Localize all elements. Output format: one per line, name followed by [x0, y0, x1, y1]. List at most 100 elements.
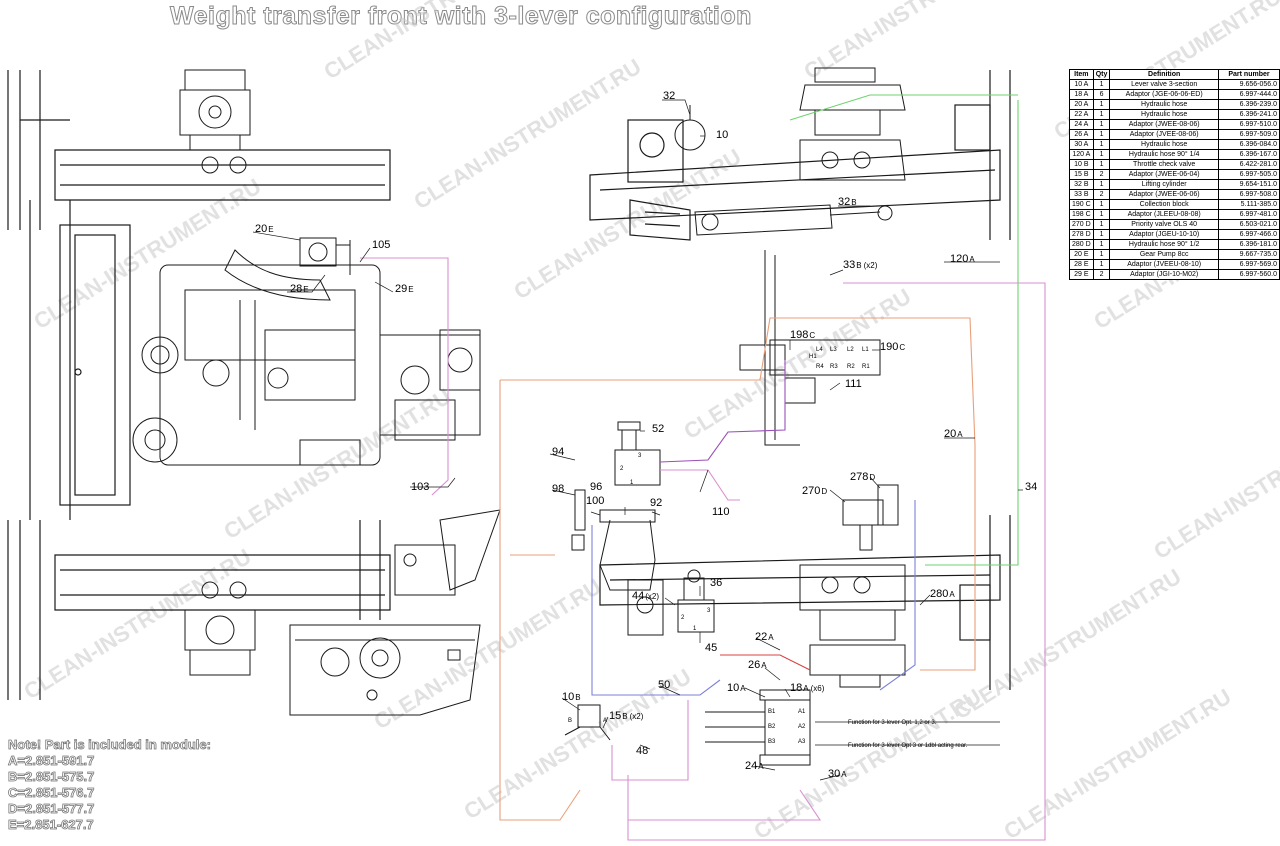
throttle-valve-10b	[564, 704, 611, 741]
hose-green-34	[925, 100, 1019, 566]
function-note-2: Function for 3-lever Opt 3 or 1dbl actin…	[848, 743, 968, 749]
part-number-cell: 6.997-569.0	[1217, 259, 1280, 270]
part-number-cell: 6.997-560.0	[1217, 269, 1280, 280]
definition-cell: Adaptor (JGEU-10-10)	[1109, 229, 1219, 240]
function-note-1: Function for 3-lever Opt. 1,2 or 3.	[848, 720, 937, 726]
diagram-title: Weight transfer front with 3-lever confi…	[170, 2, 752, 31]
valve36-port-2: 2	[681, 615, 685, 621]
definition-cell: Gear Pump 8cc	[1109, 249, 1219, 260]
item-cell: 33 B	[1069, 189, 1094, 200]
definition-cell: Adaptor (JGI-10-M02)	[1109, 269, 1219, 280]
callout-30a: 30A	[828, 768, 847, 780]
note-item: E=2.851-627.7	[8, 817, 94, 833]
part-number-cell: 9.656-056.0	[1217, 79, 1280, 90]
column-header: Item	[1069, 69, 1094, 80]
definition-cell: Hydraulic hose 90° 1/2	[1109, 239, 1219, 250]
qty-cell: 1	[1092, 219, 1111, 230]
port-label-l2: L2	[847, 347, 854, 353]
item-cell: 120 A	[1069, 149, 1094, 160]
callout-28e: 28E	[290, 283, 309, 295]
port-label-h1: H1	[809, 354, 817, 360]
hoses	[360, 94, 1046, 841]
item-cell: 15 B	[1069, 169, 1094, 180]
qty-cell: 6	[1092, 89, 1111, 100]
definition-cell: Collection block	[1109, 199, 1219, 210]
fittings-94-100	[571, 489, 664, 636]
part-number-cell: 6.997-509.0	[1217, 129, 1280, 140]
callout-10: 10	[716, 129, 728, 141]
valve52-port-2: 2	[620, 466, 624, 472]
item-cell: 278 D	[1069, 229, 1094, 240]
port-labels: L4 L3 L2 L1 H1 R4 R3 R2 R1 2 1 3 2 1 3 B…	[568, 347, 968, 749]
qty-cell: 1	[1092, 249, 1111, 260]
port-label-l1: L1	[862, 347, 869, 353]
definition-cell: Adaptor (JGE-06-06-ED)	[1109, 89, 1219, 100]
callout-94: 94	[552, 446, 564, 458]
part-number-cell: 6.422-281.0	[1217, 159, 1280, 170]
valve10a-port-a1: A1	[798, 709, 806, 715]
callout-100: 100	[586, 495, 604, 507]
definition-cell: Adaptor (JVEE-08-06)	[1109, 129, 1219, 140]
item-cell: 29 E	[1069, 269, 1094, 280]
lever-valve-10a	[705, 689, 811, 766]
left-bottom-hub	[184, 581, 256, 676]
qty-cell: 1	[1092, 259, 1111, 270]
part-number-cell: 6.396-239.0	[1217, 99, 1280, 110]
callout-120a: 120A	[950, 253, 975, 265]
port-label-l4: L4	[816, 347, 823, 353]
lower-frame-parts	[289, 509, 501, 716]
definition-cell: Hydraulic hose 90° 1/4	[1109, 149, 1219, 160]
qty-cell: 1	[1092, 179, 1111, 190]
priority-valve-270d	[842, 484, 899, 551]
callout-105: 105	[372, 239, 390, 251]
callout-110: 110	[712, 506, 730, 518]
port-label-r1: R1	[862, 364, 870, 370]
callout-15b: 15B(x2)	[609, 710, 644, 722]
part-number-cell: 6.997-481.0	[1217, 209, 1280, 220]
callout-32: 32	[663, 90, 675, 102]
qty-cell: 1	[1092, 109, 1111, 120]
callout-92: 92	[650, 497, 662, 509]
item-cell: 26 A	[1069, 129, 1094, 140]
right-top-hub	[799, 67, 906, 181]
qty-cell: 1	[1092, 229, 1111, 240]
callout-270d: 270D	[802, 485, 827, 497]
callout-52: 52	[652, 423, 664, 435]
callout-24a: 24A	[745, 760, 764, 772]
valve-52	[614, 421, 661, 486]
hose-blue-50	[591, 525, 721, 696]
callout-29e: 29E	[395, 283, 414, 295]
qty-cell: 1	[1092, 239, 1111, 250]
hose-orange-left	[499, 380, 581, 821]
hose-pink-48	[611, 700, 689, 781]
callout-44: 44(x2)	[632, 590, 659, 602]
part-number-cell: 6.503-021.0	[1217, 219, 1280, 230]
callout-103: 103	[411, 481, 429, 493]
item-cell: 280 D	[1069, 239, 1094, 250]
qty-cell: 1	[1092, 79, 1111, 90]
callout-18a: 18A(x6)	[790, 682, 825, 694]
definition-cell: Throttle check valve	[1109, 159, 1219, 170]
port-label-r3: R3	[830, 364, 838, 370]
hose-120a	[627, 282, 1046, 841]
hose-pink-30a	[628, 789, 822, 821]
note-item: B=2.851-575.7	[8, 769, 95, 785]
definition-cell: Hydraulic hose	[1109, 99, 1219, 110]
callout-20a: 20A	[944, 428, 963, 440]
qty-cell: 1	[1092, 99, 1111, 110]
part-number-cell: 6.396-084.0	[1217, 139, 1280, 150]
callout-98: 98	[552, 483, 564, 495]
definition-cell: Adaptor (JWEE-08-06)	[1109, 119, 1219, 130]
part-number-cell: 9.667-735.0	[1217, 249, 1280, 260]
hose-red-22a	[720, 654, 811, 671]
port-label-l3: L3	[830, 347, 837, 353]
qty-cell: 1	[1092, 199, 1111, 210]
